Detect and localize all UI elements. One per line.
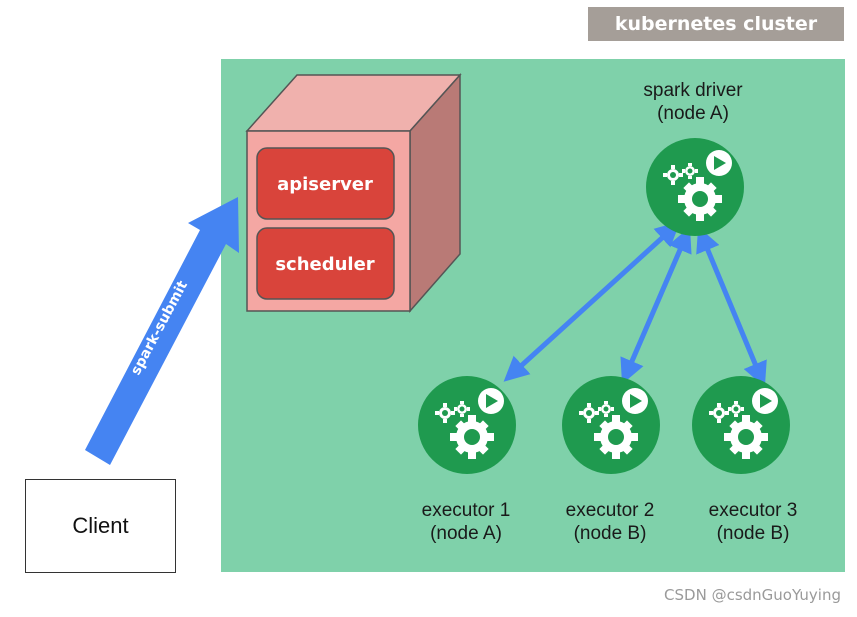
executor-3-label: executor 3 (node B): [678, 499, 828, 545]
connection-executor-1: [503, 221, 681, 382]
driver-gears-icon: [646, 138, 744, 236]
executor-2-title: executor 2: [565, 500, 655, 521]
connections: [503, 221, 767, 388]
connection-executor-2: [620, 226, 692, 385]
cluster-label: kubernetes cluster: [588, 7, 844, 41]
executor-1-label: executor 1 (node A): [391, 499, 541, 545]
driver-title: spark driver: [643, 80, 743, 101]
executor-3-gears-icon: [692, 376, 790, 474]
watermark: CSDN @csdnGuoYuying: [664, 586, 841, 604]
scheduler-label: scheduler: [275, 254, 374, 275]
executor-2-gears-icon: [562, 376, 660, 474]
executor-1-node: (node A): [430, 523, 502, 544]
apiserver-label: apiserver: [277, 174, 373, 195]
executor-2-label: executor 2 (node B): [535, 499, 685, 545]
scheduler-block: [256, 227, 395, 300]
executor-3-node: (node B): [716, 523, 790, 544]
executor-2-node: (node B): [573, 523, 647, 544]
driver-label: spark driver (node A): [613, 79, 773, 125]
spark-submit-arrow: spark-submit: [85, 197, 239, 465]
client-box: Client: [25, 479, 176, 573]
executor-3-title: executor 3: [708, 500, 798, 521]
client-label: Client: [72, 513, 129, 538]
executor-1-gears-icon: [418, 376, 516, 474]
apiserver-block: [256, 147, 395, 220]
executor-1-title: executor 1: [421, 500, 511, 521]
connection-executor-3: [696, 226, 767, 388]
control-plane-box: apiserver scheduler: [245, 73, 462, 313]
driver-node: (node A): [657, 103, 729, 124]
